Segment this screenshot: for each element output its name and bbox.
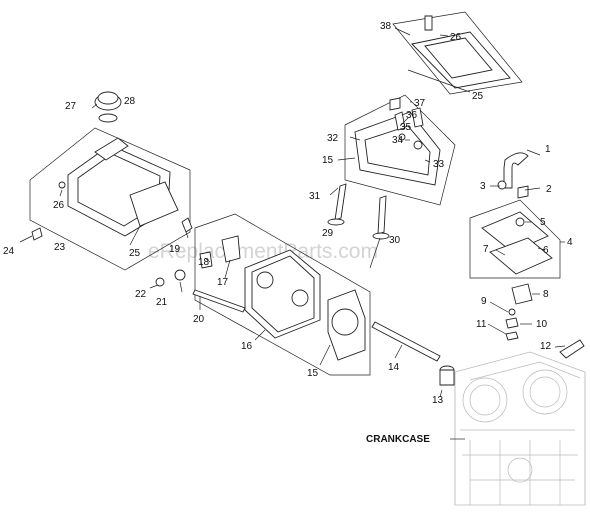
part-label-20: 20 bbox=[193, 314, 205, 325]
part-label-22: 22 bbox=[135, 289, 147, 300]
crankcase-label: CRANKCASE bbox=[366, 434, 430, 445]
part-label-4: 4 bbox=[567, 237, 573, 248]
small-parts-right bbox=[505, 283, 585, 359]
crankcase bbox=[454, 351, 586, 506]
part-label-17: 17 bbox=[217, 277, 229, 288]
part-label-21: 21 bbox=[156, 297, 168, 308]
part-label-32: 32 bbox=[327, 133, 339, 144]
part-label-16: 16 bbox=[241, 341, 253, 352]
watermark: eReplacementParts.com bbox=[148, 240, 378, 263]
part-label-24: 24 bbox=[3, 246, 15, 257]
part-label-19: 19 bbox=[169, 244, 181, 255]
part-label-33: 33 bbox=[433, 159, 445, 170]
part-label-25-top: 25 bbox=[472, 91, 484, 102]
part-label-11: 11 bbox=[476, 319, 487, 330]
part-label-25-gasket: 25 bbox=[129, 248, 141, 259]
part-label-29: 29 bbox=[322, 228, 334, 239]
part-label-12: 12 bbox=[540, 341, 552, 352]
breather-tube bbox=[497, 152, 529, 199]
leader-lines bbox=[19, 27, 566, 440]
valve-train-group bbox=[344, 94, 456, 206]
push-rod bbox=[371, 321, 441, 362]
part-label-5: 5 bbox=[540, 217, 546, 228]
part-label-34: 34 bbox=[392, 135, 404, 146]
part-label-31: 31 bbox=[309, 191, 321, 202]
part-label-38: 38 bbox=[380, 21, 392, 32]
cylinder-head-group bbox=[155, 213, 371, 376]
part-label-36: 36 bbox=[406, 110, 418, 121]
part-label-14: 14 bbox=[388, 362, 400, 373]
part-label-3: 3 bbox=[480, 181, 486, 192]
part-label-35: 35 bbox=[400, 122, 412, 133]
rocker-cover-group bbox=[392, 11, 523, 95]
part-label-6: 6 bbox=[543, 245, 549, 256]
part-label-10: 10 bbox=[536, 319, 548, 330]
part-label-23: 23 bbox=[54, 242, 66, 253]
oil-fill-cap bbox=[94, 91, 122, 123]
part-label-30: 30 bbox=[389, 235, 401, 246]
part-label-13: 13 bbox=[432, 395, 444, 406]
part-label-2: 2 bbox=[546, 184, 552, 195]
part-label-8: 8 bbox=[543, 289, 549, 300]
part-label-28: 28 bbox=[124, 96, 136, 107]
part-label-26-top: 26 bbox=[450, 32, 462, 43]
valves bbox=[327, 183, 390, 240]
part-label-15-valve-train: 15 bbox=[322, 155, 334, 166]
part-label-37: 37 bbox=[414, 98, 426, 109]
part-label-27: 27 bbox=[65, 101, 77, 112]
valve-cover-group bbox=[29, 127, 191, 271]
lifter bbox=[439, 365, 455, 386]
breather-cover-group bbox=[469, 199, 561, 279]
small-parts-left bbox=[31, 217, 193, 241]
part-label-9: 9 bbox=[481, 296, 487, 307]
part-label-7: 7 bbox=[483, 244, 489, 255]
part-label-18: 18 bbox=[198, 257, 210, 268]
part-labels: 1 2 3 4 5 6 7 8 9 10 11 12 13 14 15 15 1… bbox=[3, 21, 573, 445]
part-label-15-gasket: 15 bbox=[307, 368, 319, 379]
part-label-26-left: 26 bbox=[53, 200, 65, 211]
part-label-1: 1 bbox=[545, 144, 551, 155]
